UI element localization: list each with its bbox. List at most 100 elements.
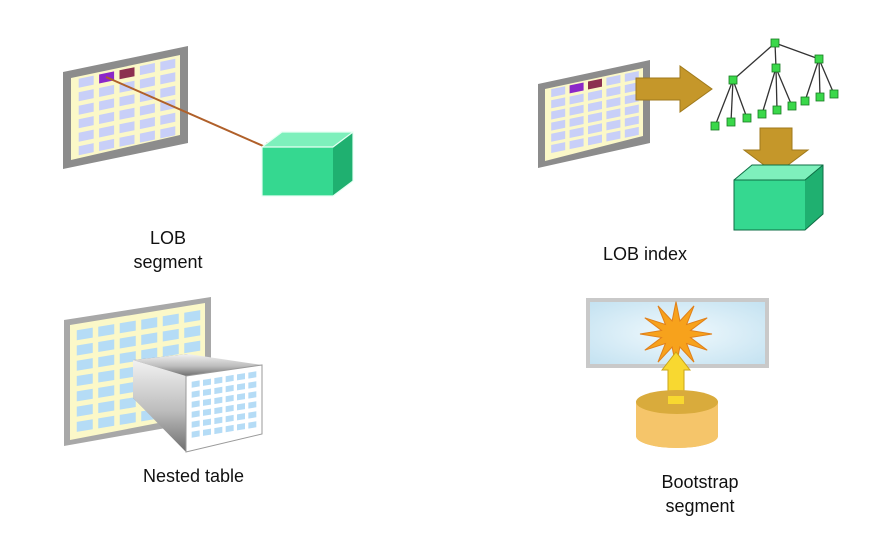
table-cell <box>237 423 245 431</box>
table-cell <box>214 386 223 395</box>
tree-node <box>770 38 780 48</box>
table-cell <box>588 134 602 146</box>
tree-edge <box>730 79 734 123</box>
table-cell <box>225 404 234 413</box>
right-arrow-icon <box>635 65 713 113</box>
table-cell <box>248 421 257 429</box>
cube-icon <box>733 164 824 231</box>
table-cell <box>78 129 94 142</box>
tree-node <box>710 121 720 131</box>
table-cell <box>225 384 234 393</box>
table-cell <box>569 127 584 138</box>
lob-segment-caption: LOB segment <box>128 226 208 274</box>
table-cell <box>588 89 602 101</box>
table-cell <box>248 371 257 379</box>
down-arrow-icon <box>742 127 810 175</box>
table-cell <box>78 102 94 115</box>
tree-node <box>728 75 738 85</box>
table-cell <box>606 119 621 131</box>
table-cell <box>191 420 200 428</box>
table-cell <box>191 410 200 418</box>
table-cell <box>98 339 115 352</box>
table-cell <box>119 320 136 334</box>
cylinder-icon <box>636 390 718 448</box>
table-cell <box>569 82 584 94</box>
table-cell <box>551 119 566 131</box>
table-cell <box>76 342 93 356</box>
table-cell <box>624 82 639 94</box>
tree-node <box>771 63 781 73</box>
tree-node <box>800 96 810 106</box>
table-cell <box>162 344 179 357</box>
table-cell <box>99 84 115 97</box>
table-cell <box>119 397 136 410</box>
pointer-arrow-icon <box>105 76 271 150</box>
tree-edge <box>818 58 821 98</box>
table-cell <box>237 413 245 421</box>
table-cell <box>119 366 136 380</box>
table-cell <box>588 112 602 124</box>
table-cell <box>184 325 201 338</box>
table-cell <box>139 117 155 130</box>
table-cell <box>76 419 93 432</box>
table-cell <box>160 58 176 71</box>
table-cell <box>162 313 179 327</box>
table-cell <box>237 403 245 411</box>
table-cell <box>551 97 566 109</box>
table-cell <box>160 112 176 125</box>
table-cell <box>225 414 234 423</box>
tree-edge <box>761 67 777 115</box>
tree-edge <box>804 58 820 102</box>
bootstrap-segment-caption: Bootstrap segment <box>640 470 760 518</box>
up-arrow-icon <box>660 351 692 403</box>
table-cell <box>99 111 115 124</box>
tree-edge <box>714 79 734 127</box>
tree-node <box>742 113 752 123</box>
table-cell <box>588 100 602 112</box>
table-cell <box>624 71 639 82</box>
table-cell <box>184 310 201 323</box>
table-cell <box>225 374 234 383</box>
table-cell <box>203 398 211 406</box>
table-cell <box>160 72 176 85</box>
tree-edge <box>775 67 793 107</box>
table-cell <box>569 115 584 127</box>
caption-line: segment <box>133 252 203 272</box>
table-cell <box>98 354 115 368</box>
table-cell <box>141 332 158 345</box>
table-cell <box>139 103 155 116</box>
table-cell <box>203 378 211 386</box>
table-cell <box>569 104 584 116</box>
table-cell <box>551 86 566 98</box>
table-cell <box>551 142 566 153</box>
table-cell <box>214 426 223 435</box>
table-cell <box>248 391 257 399</box>
table-cell <box>141 347 158 361</box>
table-cell <box>588 78 602 90</box>
table-cell <box>624 126 639 138</box>
table-cell <box>139 63 155 76</box>
lob-segment-figure <box>63 46 354 197</box>
table-cell <box>569 138 584 150</box>
table-cell <box>624 115 639 127</box>
table-cell <box>98 400 115 414</box>
tree-edge <box>818 58 835 95</box>
table-cell <box>76 404 93 417</box>
table-cell <box>98 385 115 398</box>
caption-line: Bootstrap <box>661 472 739 492</box>
tree-edge <box>732 79 748 119</box>
table-cell <box>203 388 211 396</box>
tree-node <box>829 89 839 99</box>
table-cell <box>99 138 115 151</box>
table-cell <box>141 317 158 330</box>
table-cell <box>606 97 621 109</box>
tree-node <box>787 101 797 111</box>
table-cell <box>76 373 93 387</box>
table-cell <box>139 130 155 143</box>
table-cell <box>214 416 223 425</box>
tree-node <box>815 92 825 102</box>
table-cell <box>78 116 94 129</box>
table-cell <box>119 351 136 364</box>
table-cell <box>98 415 115 429</box>
table-cell <box>162 328 179 342</box>
